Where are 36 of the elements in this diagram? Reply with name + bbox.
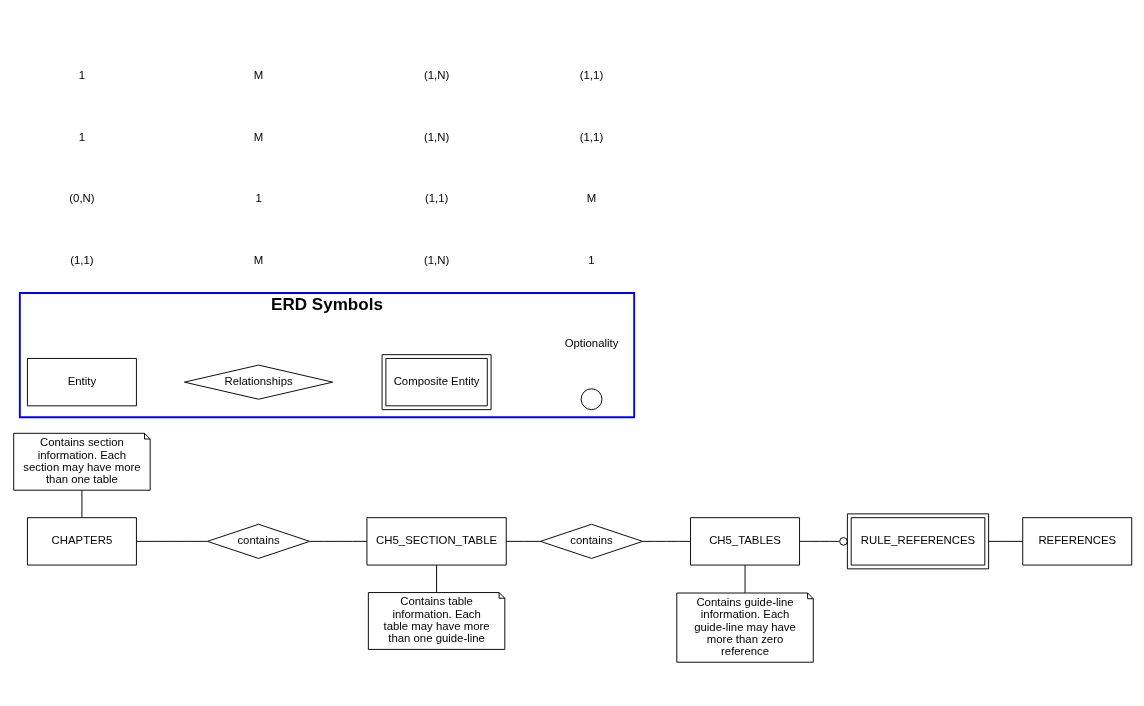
node-box: RULE_REFERENCES bbox=[846, 513, 990, 570]
connector bbox=[136, 540, 208, 542]
node-circle bbox=[580, 388, 603, 411]
connector bbox=[642, 540, 691, 542]
connector bbox=[309, 540, 368, 542]
connector bbox=[799, 537, 848, 546]
label: M bbox=[253, 253, 264, 266]
label: M bbox=[253, 130, 264, 143]
connector bbox=[744, 564, 746, 594]
label: 1 bbox=[588, 253, 595, 266]
node-diamond: contains bbox=[539, 523, 644, 559]
label: (1,N) bbox=[423, 253, 450, 266]
node-diamond: contains bbox=[206, 523, 311, 559]
node-label: Optionality bbox=[564, 337, 619, 350]
label: M bbox=[253, 68, 264, 81]
connector bbox=[505, 540, 541, 542]
label: 1 bbox=[78, 130, 86, 143]
label: M bbox=[586, 192, 597, 205]
label: (0,N) bbox=[69, 192, 95, 205]
connector bbox=[81, 489, 83, 518]
label: (1,N) bbox=[423, 68, 450, 81]
label: (1,1) bbox=[70, 253, 94, 266]
node-box: CH5_SECTION_TABLE bbox=[366, 517, 507, 566]
label: (1,1) bbox=[579, 130, 604, 143]
label: (1,1) bbox=[579, 68, 604, 81]
label: (1,1) bbox=[424, 192, 449, 205]
label: 1 bbox=[255, 192, 262, 205]
connector bbox=[988, 540, 1024, 542]
label: (1,N) bbox=[423, 130, 450, 143]
node-box: REFERENCES bbox=[1022, 517, 1133, 566]
label: 1 bbox=[78, 68, 86, 81]
connector bbox=[436, 564, 438, 593]
node-box: CHAPTER5 bbox=[26, 517, 137, 566]
node-diamond: Relationships bbox=[183, 364, 334, 400]
node-box: Entity bbox=[26, 357, 137, 407]
node-box: CH5_TABLES bbox=[690, 517, 800, 566]
